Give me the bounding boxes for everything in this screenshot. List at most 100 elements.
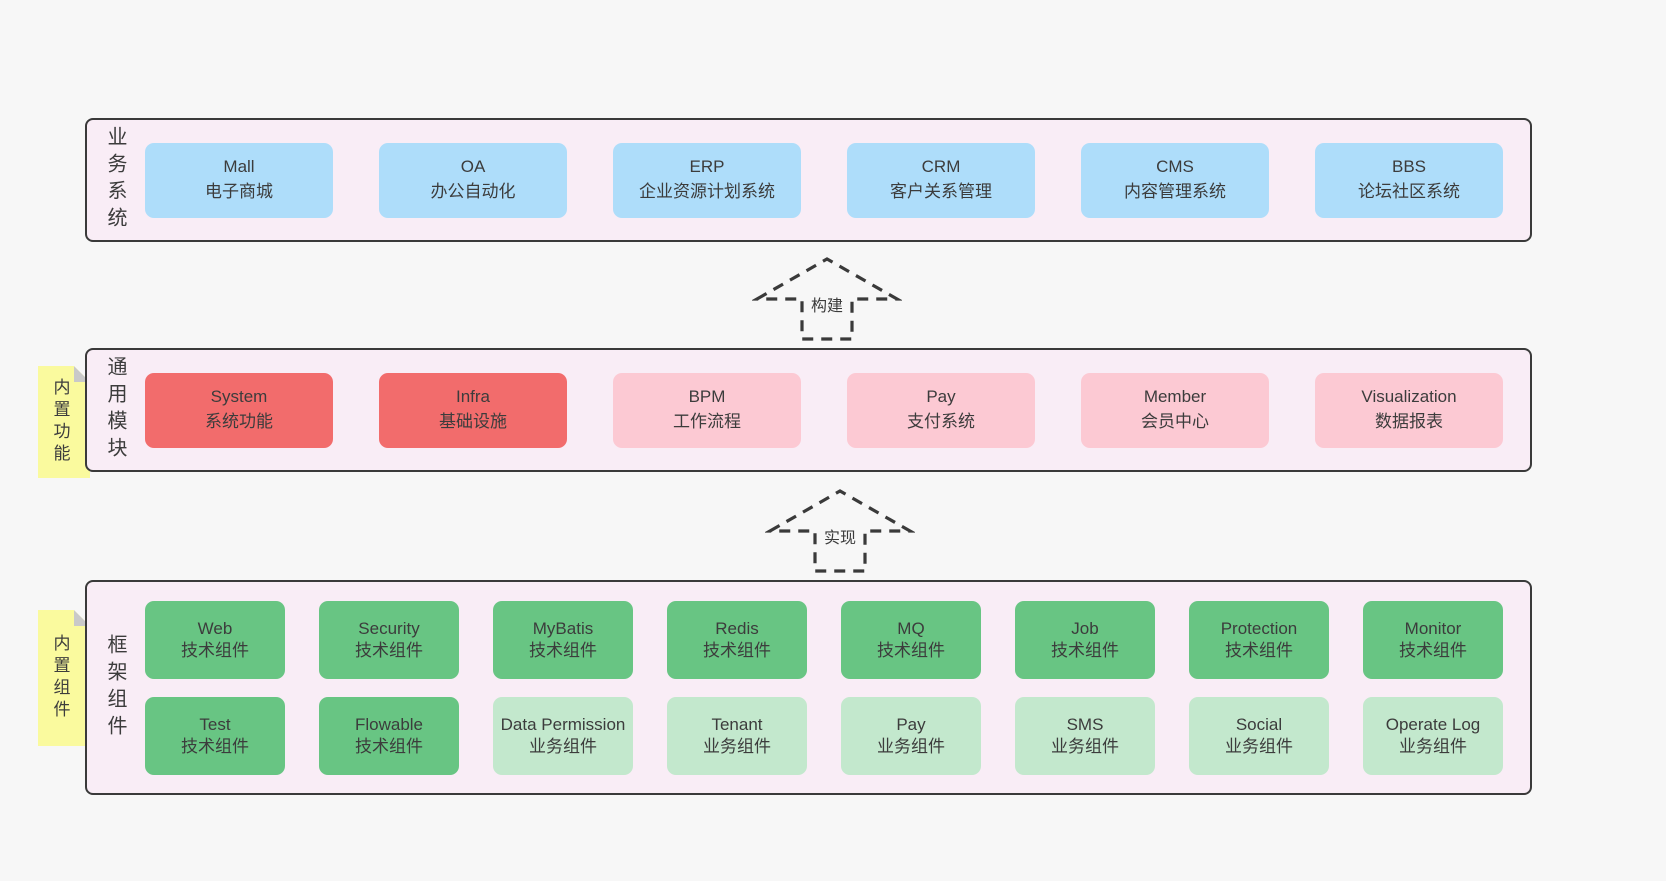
box-job-desc: 技术组件 bbox=[1051, 641, 1119, 660]
box-web-desc: 技术组件 bbox=[181, 641, 249, 660]
box-monitor-desc: 技术组件 bbox=[1399, 641, 1467, 660]
box-sms-name: SMS bbox=[1066, 714, 1104, 734]
box-infra-name: Infra bbox=[455, 387, 491, 407]
box-flowable: Flowable 技术组件 bbox=[319, 697, 459, 775]
box-system-desc: 系统功能 bbox=[205, 412, 273, 431]
sticky-builtin-components-label: 内置组件 bbox=[50, 634, 70, 722]
box-bpm-desc: 工作流程 bbox=[673, 412, 741, 431]
common-modules-boxes-row: System 系统功能 Infra 基础设施 BPM 工作流程 Pay 支付系统… bbox=[145, 350, 1520, 470]
box-web: Web 技术组件 bbox=[145, 601, 285, 679]
box-bpm-name: BPM bbox=[688, 387, 726, 407]
dashed-up-arrow-icon bbox=[765, 489, 915, 573]
box-cms-name: CMS bbox=[1156, 157, 1194, 177]
box-cms: CMS 内容管理系统 bbox=[1081, 142, 1269, 218]
box-mq-desc: 技术组件 bbox=[877, 641, 945, 660]
box-test-name: Test bbox=[199, 714, 231, 734]
box-member-name: Member bbox=[1143, 387, 1207, 407]
box-system: System 系统功能 bbox=[145, 372, 333, 448]
section-business-systems: 业务系统 Mall 电子商城 OA 办公自动化 ERP 企业资源计划系统 CRM… bbox=[85, 118, 1532, 242]
box-pay-module-desc: 支付系统 bbox=[907, 412, 975, 431]
sticky-builtin-features-label: 内置功能 bbox=[50, 378, 70, 466]
box-flowable-name: Flowable bbox=[354, 714, 424, 734]
box-protection-name: Protection bbox=[1220, 618, 1298, 638]
box-operate-log-name: Operate Log bbox=[1385, 714, 1481, 734]
box-data-permission-name: Data Permission bbox=[500, 714, 626, 734]
box-web-name: Web bbox=[197, 618, 233, 638]
box-infra: Infra 基础设施 bbox=[379, 372, 567, 448]
box-crm-desc: 客户关系管理 bbox=[890, 182, 992, 201]
framework-boxes-row-2: Test 技术组件 Flowable 技术组件 Data Permission … bbox=[145, 697, 1520, 775]
box-bbs-name: BBS bbox=[1391, 157, 1427, 177]
box-erp-desc: 企业资源计划系统 bbox=[639, 182, 775, 201]
box-oa: OA 办公自动化 bbox=[379, 142, 567, 218]
box-bpm: BPM 工作流程 bbox=[613, 372, 801, 448]
box-test: Test 技术组件 bbox=[145, 697, 285, 775]
dashed-up-arrow-icon bbox=[752, 257, 902, 341]
box-social-desc: 业务组件 bbox=[1225, 737, 1293, 756]
business-boxes-row: Mall 电子商城 OA 办公自动化 ERP 企业资源计划系统 CRM 客户关系… bbox=[145, 120, 1520, 240]
box-crm: CRM 客户关系管理 bbox=[847, 142, 1035, 218]
box-pay-component-desc: 业务组件 bbox=[877, 737, 945, 756]
box-mybatis-name: MyBatis bbox=[532, 618, 594, 638]
box-monitor-name: Monitor bbox=[1404, 618, 1462, 638]
box-member: Member 会员中心 bbox=[1081, 372, 1269, 448]
box-visualization-desc: 数据报表 bbox=[1375, 412, 1443, 431]
section-common-modules-label: 通用模块 bbox=[104, 356, 126, 464]
box-redis: Redis 技术组件 bbox=[667, 601, 807, 679]
box-pay-module-name: Pay bbox=[926, 387, 956, 407]
box-mall: Mall 电子商城 bbox=[145, 142, 333, 218]
box-crm-name: CRM bbox=[921, 157, 961, 177]
box-job-name: Job bbox=[1071, 618, 1099, 638]
box-pay-component: Pay 业务组件 bbox=[841, 697, 981, 775]
box-redis-desc: 技术组件 bbox=[703, 641, 771, 660]
box-mq-name: MQ bbox=[897, 618, 925, 638]
box-operate-log-desc: 业务组件 bbox=[1399, 737, 1467, 756]
box-visualization: Visualization 数据报表 bbox=[1315, 372, 1503, 448]
box-security-name: Security bbox=[358, 618, 420, 638]
box-protection: Protection 技术组件 bbox=[1189, 601, 1329, 679]
box-bbs: BBS 论坛社区系统 bbox=[1315, 142, 1503, 218]
box-system-name: System bbox=[210, 387, 268, 407]
box-bbs-desc: 论坛社区系统 bbox=[1358, 182, 1460, 201]
box-mybatis-desc: 技术组件 bbox=[529, 641, 597, 660]
box-tenant: Tenant 业务组件 bbox=[667, 697, 807, 775]
box-social-name: Social bbox=[1235, 714, 1283, 734]
section-framework-components: 框架组件 Web 技术组件 Security 技术组件 MyBatis 技术组件… bbox=[85, 580, 1532, 795]
sticky-note-builtin-components: 内置组件 bbox=[38, 610, 90, 746]
arrow-implement: 实现 bbox=[765, 487, 915, 575]
box-security-desc: 技术组件 bbox=[355, 641, 423, 660]
arrow-build: 构建 bbox=[752, 255, 902, 343]
framework-boxes-grid: Web 技术组件 Security 技术组件 MyBatis 技术组件 Redi… bbox=[145, 601, 1520, 775]
box-sms: SMS 业务组件 bbox=[1015, 697, 1155, 775]
box-monitor: Monitor 技术组件 bbox=[1363, 601, 1503, 679]
box-mall-name: Mall bbox=[223, 157, 255, 177]
box-mybatis: MyBatis 技术组件 bbox=[493, 601, 633, 679]
section-framework-components-label: 框架组件 bbox=[104, 633, 126, 742]
box-sms-desc: 业务组件 bbox=[1051, 737, 1119, 756]
box-tenant-name: Tenant bbox=[711, 714, 763, 734]
box-mq: MQ 技术组件 bbox=[841, 601, 981, 679]
box-pay-component-name: Pay bbox=[896, 714, 926, 734]
box-security: Security 技术组件 bbox=[319, 601, 459, 679]
box-oa-name: OA bbox=[460, 157, 486, 177]
box-oa-desc: 办公自动化 bbox=[430, 182, 516, 201]
box-operate-log: Operate Log 业务组件 bbox=[1363, 697, 1503, 775]
box-visualization-name: Visualization bbox=[1361, 387, 1457, 407]
box-data-permission-desc: 业务组件 bbox=[529, 737, 597, 756]
box-data-permission: Data Permission 业务组件 bbox=[493, 697, 633, 775]
box-test-desc: 技术组件 bbox=[181, 737, 249, 756]
box-cms-desc: 内容管理系统 bbox=[1124, 182, 1226, 201]
box-member-desc: 会员中心 bbox=[1141, 412, 1209, 431]
box-infra-desc: 基础设施 bbox=[439, 412, 507, 431]
sticky-note-builtin-features: 内置功能 bbox=[38, 366, 90, 478]
box-mall-desc: 电子商城 bbox=[205, 182, 273, 201]
box-social: Social 业务组件 bbox=[1189, 697, 1329, 775]
box-flowable-desc: 技术组件 bbox=[355, 737, 423, 756]
section-common-modules: 通用模块 System 系统功能 Infra 基础设施 BPM 工作流程 Pay… bbox=[85, 348, 1532, 472]
arrow-implement-label: 实现 bbox=[820, 523, 860, 549]
box-pay-module: Pay 支付系统 bbox=[847, 372, 1035, 448]
framework-boxes-row-1: Web 技术组件 Security 技术组件 MyBatis 技术组件 Redi… bbox=[145, 601, 1520, 679]
box-redis-name: Redis bbox=[715, 618, 759, 638]
box-erp-name: ERP bbox=[689, 157, 725, 177]
